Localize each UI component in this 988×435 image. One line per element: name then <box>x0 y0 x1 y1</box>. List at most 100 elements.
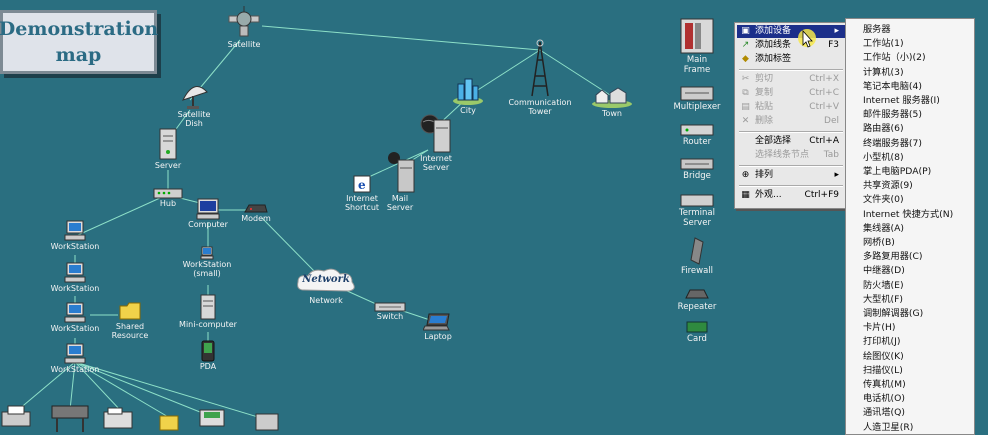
workstation-node-4[interactable]: WorkStation <box>46 343 104 374</box>
mail-server-node[interactable]: Mail Server <box>380 150 420 212</box>
menu-separator <box>739 69 843 71</box>
pda-icon <box>201 340 215 362</box>
server-node[interactable]: Server <box>150 127 186 170</box>
modem-label: Modem <box>241 214 271 223</box>
communication-tower-node[interactable]: Communication Tower <box>505 38 575 116</box>
submenu-item[interactable]: 电话机(O) <box>863 393 905 405</box>
submenu-item[interactable]: 防火墙(E) <box>863 279 904 291</box>
submenu-item[interactable]: 打印机(J) <box>863 336 901 348</box>
menu-delete[interactable]: ✕ 删除 Del <box>741 116 839 126</box>
network-cloud-text: Network <box>302 274 350 285</box>
cloud-icon <box>297 268 355 292</box>
palette-label: Card <box>687 334 707 344</box>
menu-separator <box>739 131 843 133</box>
palette-firewall[interactable]: Firewall <box>667 236 727 276</box>
bottom-devices <box>1 405 279 432</box>
satellite-dish-node[interactable]: Satellite Dish <box>172 80 216 128</box>
town-icon <box>592 87 632 108</box>
menu-add-device[interactable]: ▣ 添加设备 ▸ <box>737 25 845 38</box>
submenu-item[interactable]: 终端服务器(7) <box>863 137 922 149</box>
submenu-item[interactable]: 网桥(B) <box>863 237 895 248</box>
submenu-item[interactable]: 扫描仪(L) <box>863 364 903 376</box>
palette-bridge[interactable]: Bridge <box>667 157 727 181</box>
workstation-small-node[interactable]: WorkStation (small) <box>176 246 238 278</box>
submenu-item[interactable]: 人造卫星(R) <box>863 421 914 433</box>
workstation-node-1[interactable]: WorkStation <box>46 220 104 251</box>
switch-node[interactable]: Switch <box>370 300 410 321</box>
submenu-item[interactable]: 集线器(A) <box>863 222 905 234</box>
link-hub-ws1 <box>77 197 161 236</box>
palette-multiplexer[interactable]: Multiplexer <box>667 84 727 112</box>
palette-mainframe[interactable]: Main Frame <box>667 17 727 75</box>
submenu-item[interactable]: 绘图仪(K) <box>863 350 904 362</box>
hub-node[interactable]: Hub <box>150 187 186 208</box>
palette-router[interactable]: Router <box>667 123 727 147</box>
submenu-item[interactable]: 工作站(1) <box>863 38 904 50</box>
submenu-item[interactable]: 工作站（小)(2) <box>863 52 926 64</box>
submenu-item[interactable]: 传真机(M) <box>863 379 906 390</box>
submenu-item[interactable]: 中继器(D) <box>863 265 905 277</box>
network-node[interactable]: Network Network <box>292 266 360 305</box>
pda-node[interactable]: PDA <box>192 340 224 371</box>
menu-appearance[interactable]: ▦ 外观... Ctrl+F9 <box>741 190 839 200</box>
submenu-item[interactable]: 大型机(F) <box>863 293 904 305</box>
bridge-icon <box>680 158 714 170</box>
modem-node[interactable]: Modem <box>236 202 276 223</box>
menu-cut[interactable]: ✂ 剪切 Ctrl+X <box>741 74 839 84</box>
copy-icon: ⧉ <box>742 88 749 98</box>
internet-server-node[interactable]: Internet Server <box>414 112 458 172</box>
submenu-item[interactable]: 路由器(6) <box>863 123 904 135</box>
submenu-item[interactable]: 共享资源(9) <box>863 180 913 192</box>
phone-icon <box>255 413 279 431</box>
town-node[interactable]: Town <box>588 85 636 118</box>
palette-card[interactable]: Card <box>667 320 727 344</box>
submenu-item[interactable]: 多路复用器(C) <box>863 251 923 263</box>
link-ws4-p4 <box>74 361 171 419</box>
computer-node[interactable]: Computer <box>186 198 230 229</box>
link-switch-laptop <box>399 309 431 321</box>
menu-select-all[interactable]: 全部选择 Ctrl+A <box>755 136 839 146</box>
palette-repeater[interactable]: Repeater <box>667 286 727 312</box>
plotter-icon <box>51 405 89 432</box>
submenu-item[interactable]: 计算机(3) <box>863 66 904 78</box>
menu-paste[interactable]: ▤ 粘贴 Ctrl+V <box>741 102 839 112</box>
menu-select-line-node[interactable]: 选择线条节点 Tab <box>755 150 839 160</box>
submenu-item[interactable]: Internet 服务器(I) <box>863 95 940 106</box>
firewall-icon <box>690 237 704 265</box>
satellite-node[interactable]: Satellite <box>222 4 266 49</box>
menu-add-label[interactable]: ◆ 添加标签 <box>737 53 845 66</box>
computer-icon <box>196 198 220 220</box>
arrange-icon: ⊕ <box>741 170 750 180</box>
workstation-label: WorkStation <box>50 242 100 251</box>
submenu-item[interactable]: 邮件服务器(5) <box>863 109 922 121</box>
palette-terminal-server[interactable]: Terminal Server <box>667 192 727 228</box>
card-icon <box>686 321 708 333</box>
submenu-item[interactable]: 卡片(H) <box>863 322 896 334</box>
submenu-item[interactable]: 文件夹(0) <box>863 194 904 206</box>
laptop-node[interactable]: Laptop <box>418 312 458 341</box>
submenu-item[interactable]: 小型机(8) <box>863 151 904 163</box>
menu-copy[interactable]: ⧉ 复制 Ctrl+C <box>737 87 845 100</box>
title-box[interactable]: Demonstration map <box>0 10 159 74</box>
workstation-node-3[interactable]: WorkStation <box>46 302 104 333</box>
submenu-item[interactable]: 调制解调器(G) <box>863 308 924 319</box>
shared-resource-node[interactable]: Shared Resource <box>106 300 154 340</box>
submenu-item[interactable]: 笔记本电脑(4) <box>863 80 922 92</box>
menu-add-line[interactable]: ↗ 添加线条 F3 <box>741 40 839 50</box>
city-node[interactable]: City <box>448 76 488 115</box>
pda-label: PDA <box>199 362 217 371</box>
submenu-item[interactable]: 通讯塔(Q) <box>863 407 905 419</box>
workstation-node-2[interactable]: WorkStation <box>46 262 104 293</box>
submenu-item[interactable]: 服务器 <box>863 24 891 35</box>
add-device-icon: ▣ <box>741 26 750 36</box>
switch-icon <box>374 302 406 312</box>
page-title: Demonstration map <box>0 18 159 66</box>
mini-computer-node[interactable]: Mini-computer <box>176 294 240 329</box>
submenu-item[interactable]: Internet 快捷方式(N) <box>863 208 954 220</box>
submenu-item[interactable]: 掌上电脑PDA(P) <box>863 166 932 177</box>
hub-label: Hub <box>159 199 177 208</box>
internet-shortcut-node[interactable]: e Internet Shortcut <box>340 174 384 212</box>
internet-shortcut-icon: e <box>353 175 371 193</box>
menu-arrange[interactable]: ⊕ 排列 ▸ <box>741 170 839 180</box>
